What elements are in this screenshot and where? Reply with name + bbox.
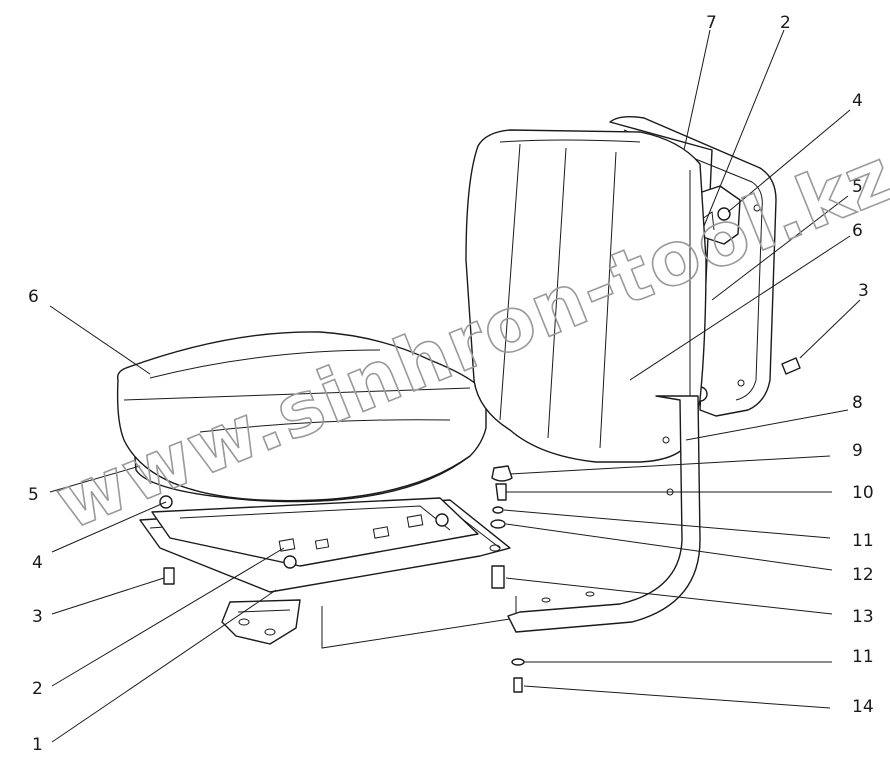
callouts: 7 2 4 5 6 3 8 9 10 11 12 13 11 14 6 5 4 … xyxy=(28,13,874,755)
callout-5: 5 xyxy=(852,177,863,197)
callout-3: 3 xyxy=(858,281,869,301)
callout-11b: 11 xyxy=(852,647,874,667)
callout-14: 14 xyxy=(852,697,874,717)
callout-11: 11 xyxy=(852,531,874,551)
callout-1: 1 xyxy=(32,735,43,755)
callout-4: 4 xyxy=(852,91,863,111)
callout-10: 10 xyxy=(852,483,874,503)
callout-12: 12 xyxy=(852,565,874,585)
callout-4b: 4 xyxy=(32,553,43,573)
leader-lines xyxy=(49,29,861,743)
callout-3b: 3 xyxy=(32,607,43,627)
callout-9: 9 xyxy=(852,441,863,461)
callout-2b: 2 xyxy=(32,679,43,699)
callout-6b: 6 xyxy=(28,287,39,307)
hardware-parts xyxy=(163,357,801,693)
seat-cushion xyxy=(116,331,487,503)
callout-13: 13 xyxy=(852,607,874,627)
callout-5b: 5 xyxy=(28,485,39,505)
seat-slide-plate xyxy=(151,495,479,569)
callout-6: 6 xyxy=(852,221,863,241)
seat-back-cushion xyxy=(465,129,707,463)
callout-8: 8 xyxy=(852,393,863,413)
callout-2: 2 xyxy=(780,13,791,33)
callout-7: 7 xyxy=(706,13,717,33)
